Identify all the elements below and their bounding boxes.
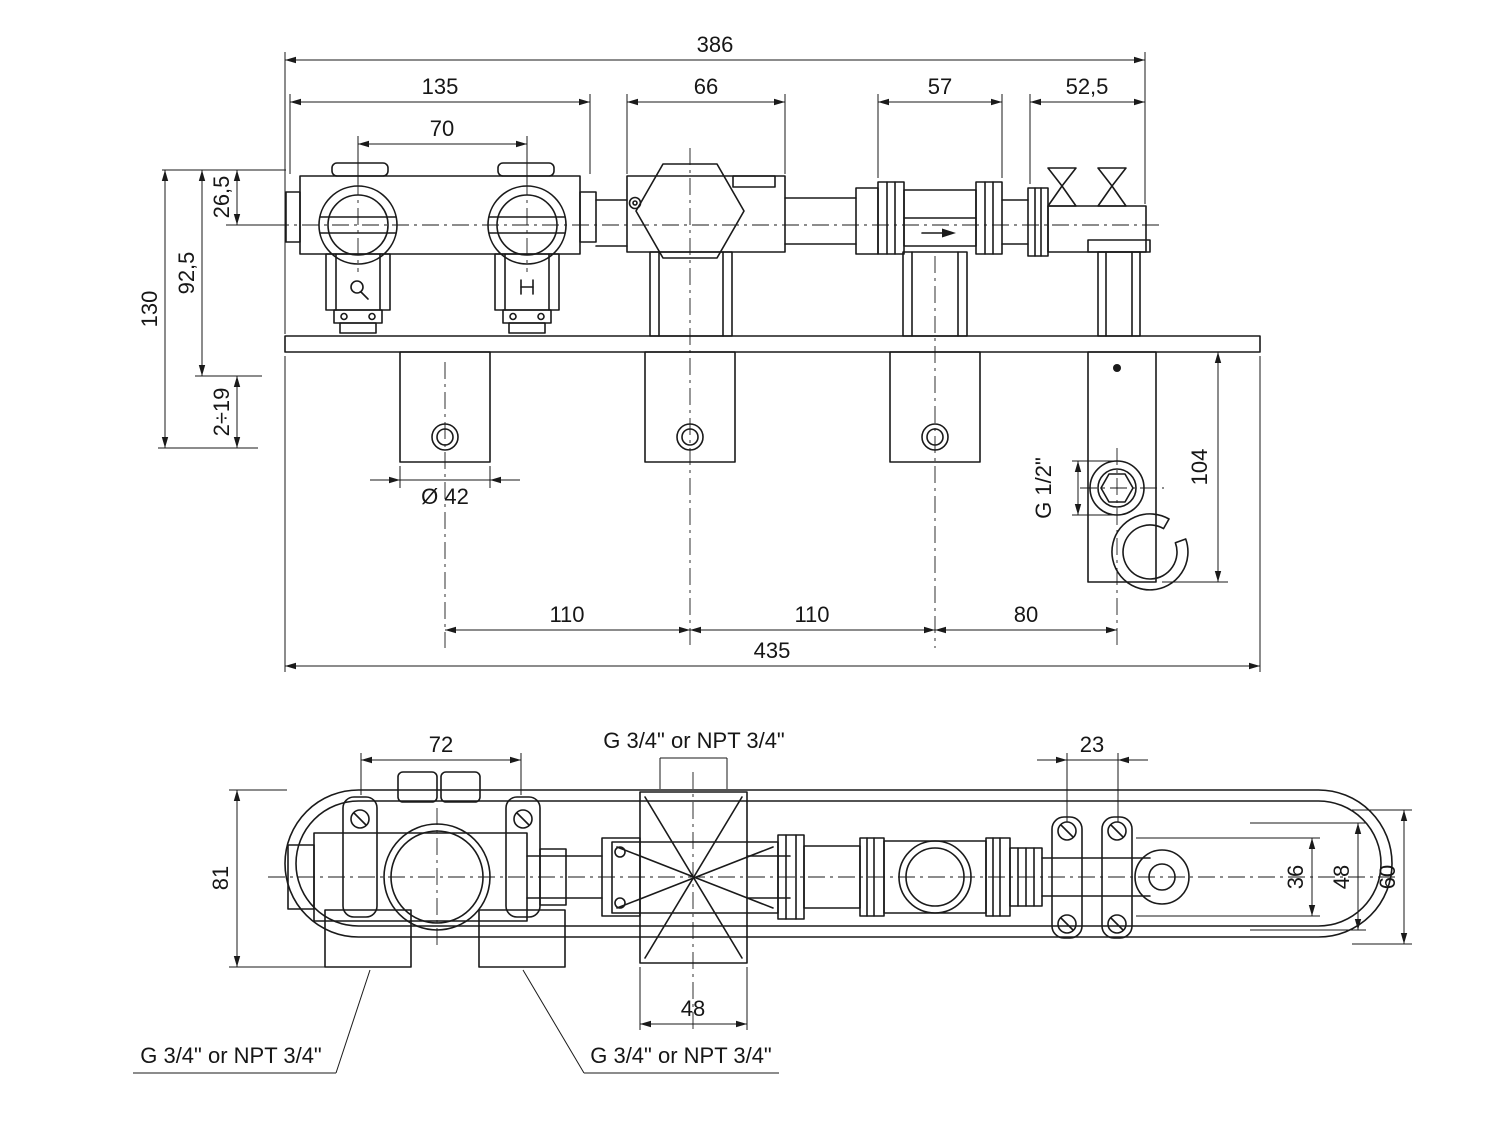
dimensions-plan: 72 G 3/4" or NPT 3/4" 23 81 36 48 bbox=[133, 728, 1412, 1074]
centerlines-plan bbox=[268, 772, 1400, 1032]
dim-2-19: 2÷19 bbox=[209, 388, 234, 437]
dim-48-bottom: 48 bbox=[681, 996, 705, 1021]
dim-110-left: 110 bbox=[549, 602, 584, 627]
hot-symbol bbox=[520, 279, 534, 295]
dim-110-right: 110 bbox=[794, 602, 829, 627]
dim-66: 66 bbox=[694, 74, 718, 99]
dim-80: 80 bbox=[1014, 602, 1038, 627]
dim-435: 435 bbox=[754, 638, 791, 663]
dim-60: 60 bbox=[1375, 865, 1400, 889]
check-valve bbox=[784, 181, 1003, 337]
dim-57: 57 bbox=[928, 74, 952, 99]
centerlines-front bbox=[272, 148, 1164, 648]
dim-72: 72 bbox=[429, 732, 453, 757]
dim-23: 23 bbox=[1080, 732, 1104, 757]
wall-plate-plan bbox=[284, 789, 1393, 938]
dim-48-right: 48 bbox=[1329, 865, 1354, 889]
label-g34-bottom-mid: G 3/4" or NPT 3/4" bbox=[590, 1043, 772, 1068]
dim-52-5: 52,5 bbox=[1066, 74, 1109, 99]
dim-70: 70 bbox=[430, 116, 454, 141]
cold-symbol bbox=[350, 280, 369, 300]
flow-arrow-icon bbox=[921, 228, 956, 238]
dim-36: 36 bbox=[1283, 865, 1308, 889]
dim-81: 81 bbox=[208, 866, 233, 890]
valve-train-plan bbox=[746, 816, 1190, 939]
diverter-valve bbox=[595, 163, 786, 337]
dim-135: 135 bbox=[422, 74, 459, 99]
dim-g-half: G 1/2" bbox=[1031, 457, 1056, 519]
mixer-block bbox=[285, 162, 597, 334]
wall-plate-front bbox=[284, 335, 1261, 353]
dim-26-5: 26,5 bbox=[209, 176, 234, 219]
label-g34-top: G 3/4" or NPT 3/4" bbox=[603, 728, 785, 753]
dim-diam-42: Ø 42 bbox=[421, 484, 469, 509]
dim-386: 386 bbox=[697, 32, 734, 57]
plan-view: 72 G 3/4" or NPT 3/4" 23 81 36 48 bbox=[133, 728, 1412, 1074]
front-view: 386 135 70 66 57 52,5 26,5 bbox=[137, 32, 1261, 672]
outlet-elbow bbox=[1001, 167, 1151, 337]
label-g34-bottom-left: G 3/4" or NPT 3/4" bbox=[140, 1043, 322, 1068]
holder-hook bbox=[1111, 513, 1189, 591]
dim-104: 104 bbox=[1187, 449, 1212, 486]
dim-92-5: 92,5 bbox=[174, 252, 199, 295]
dimensions-front: 386 135 70 66 57 52,5 26,5 bbox=[137, 32, 1261, 672]
handshower-outlet bbox=[1087, 351, 1189, 591]
dim-130: 130 bbox=[137, 291, 162, 328]
